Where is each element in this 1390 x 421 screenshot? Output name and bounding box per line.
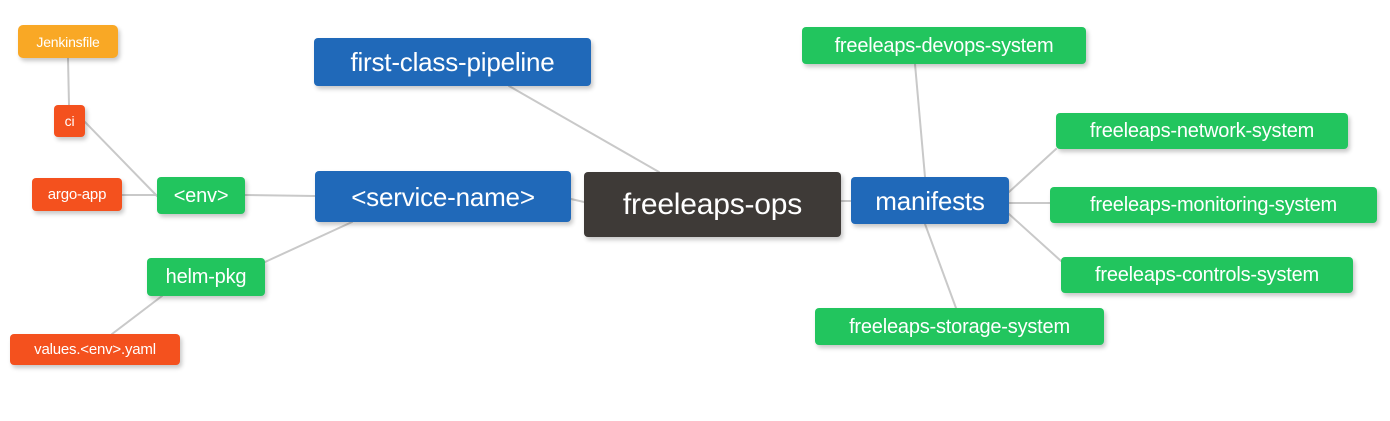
- node-label: freeleaps-devops-system: [834, 34, 1054, 57]
- node-freeleaps-controls-system[interactable]: freeleaps-controls-system: [1061, 257, 1353, 293]
- node-label: Jenkinsfile: [36, 33, 100, 50]
- node-env[interactable]: <env>: [157, 177, 245, 214]
- node-label: freeleaps-monitoring-system: [1090, 194, 1337, 216]
- node-ci[interactable]: ci: [54, 105, 85, 137]
- edge-first-class-pipeline-to-freeleaps-ops: [508, 85, 660, 173]
- node-label: manifests: [875, 185, 985, 216]
- node-argo-app[interactable]: argo-app: [32, 178, 122, 211]
- node-label: freeleaps-controls-system: [1095, 264, 1319, 286]
- node-label: <service-name>: [351, 181, 535, 212]
- edge-helm-pkg-to-values-env-yaml: [111, 295, 163, 335]
- node-label: first-class-pipeline: [350, 47, 555, 77]
- edge-manifests-to-freeleaps-storage-system: [924, 223, 957, 309]
- node-freeleaps-storage-system[interactable]: freeleaps-storage-system: [815, 308, 1104, 345]
- node-freeleaps-devops-system[interactable]: freeleaps-devops-system: [802, 27, 1086, 64]
- node-manifests[interactable]: manifests: [851, 177, 1009, 224]
- edge-service-name-to-freeleaps-ops: [570, 198, 585, 203]
- node-label: freeleaps-network-system: [1089, 120, 1315, 142]
- node-service-name[interactable]: <service-name>: [315, 171, 571, 222]
- node-label: values.<env>.yaml: [34, 341, 156, 358]
- node-freeleaps-network-system[interactable]: freeleaps-network-system: [1056, 113, 1348, 149]
- edge-env-to-service-name: [244, 194, 316, 197]
- edge-manifests-to-freeleaps-network-system: [1008, 148, 1057, 193]
- node-label: ci: [64, 113, 75, 129]
- node-label: freeleaps-storage-system: [849, 315, 1070, 338]
- node-freeleaps-ops[interactable]: freeleaps-ops: [584, 172, 841, 237]
- edge-service-name-to-helm-pkg: [264, 221, 353, 263]
- node-first-class-pipeline[interactable]: first-class-pipeline: [314, 38, 591, 86]
- node-label: helm-pkg: [165, 266, 247, 288]
- node-helm-pkg[interactable]: helm-pkg: [147, 258, 265, 296]
- node-jenkinsfile[interactable]: Jenkinsfile: [18, 25, 118, 58]
- edge-jenkinsfile-to-ci: [67, 57, 70, 106]
- node-freeleaps-monitoring-system[interactable]: freeleaps-monitoring-system: [1050, 187, 1377, 223]
- edge-manifests-to-freeleaps-devops-system: [914, 63, 926, 178]
- node-label: <env>: [173, 184, 229, 207]
- node-values-env-yaml[interactable]: values.<env>.yaml: [10, 334, 180, 365]
- node-label: freeleaps-ops: [622, 187, 803, 221]
- node-label: argo-app: [47, 186, 107, 203]
